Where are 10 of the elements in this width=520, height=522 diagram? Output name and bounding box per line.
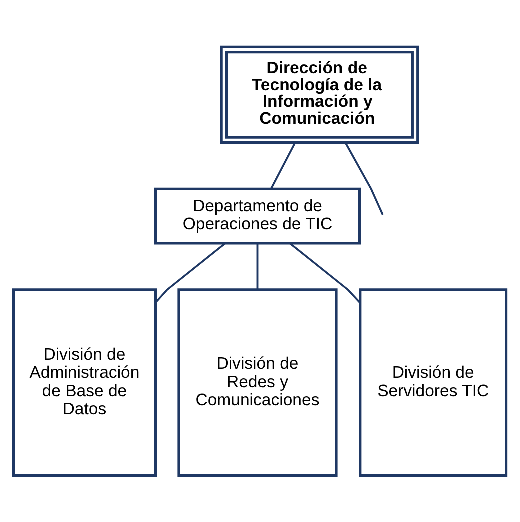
node-box: Departamento de Operaciones de TIC bbox=[154, 187, 362, 244]
node-box: Dirección de Tecnología de la Información y Comunicación bbox=[220, 45, 420, 144]
connector bbox=[345, 142, 384, 215]
node-box: División de Administración de Base de Datos bbox=[12, 288, 158, 477]
connector bbox=[270, 142, 296, 190]
connector bbox=[155, 242, 226, 303]
connector bbox=[290, 242, 362, 304]
node-box: División de Redes y Comunicaciones bbox=[178, 288, 338, 477]
node-box: División de Servidores TIC bbox=[359, 288, 508, 477]
connector bbox=[256, 243, 259, 290]
